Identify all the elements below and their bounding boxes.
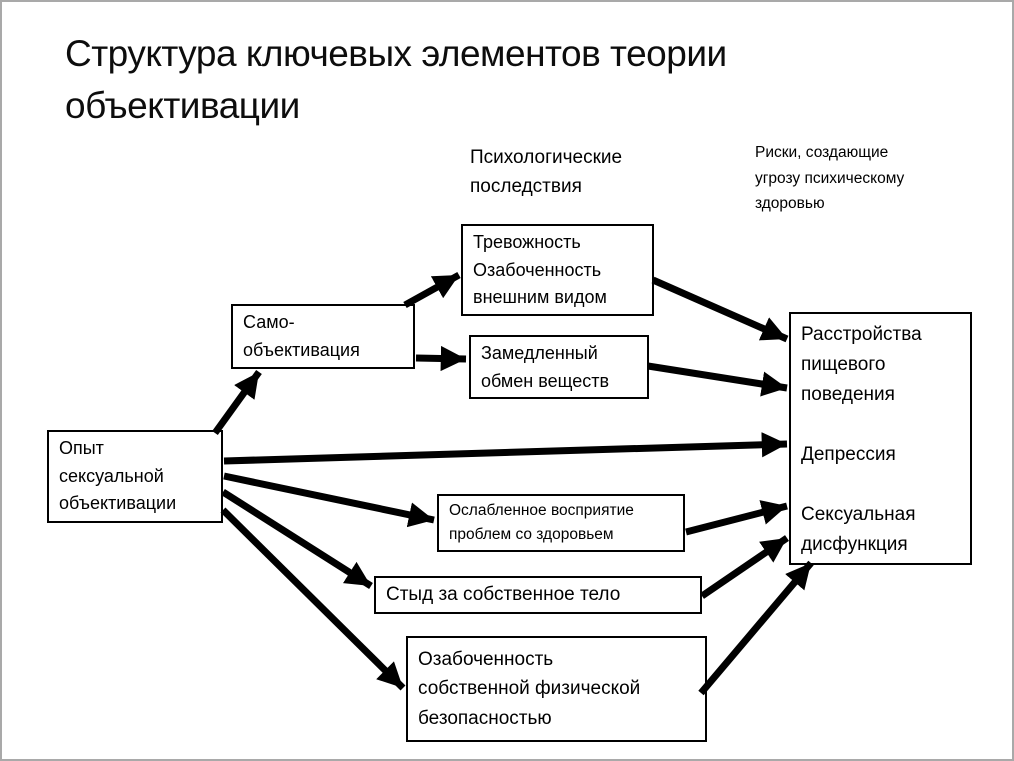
edge-experience-to-outcomes <box>223 432 788 465</box>
header-mental-health-risks: Риски, создающие угрозу психическому здо… <box>755 144 905 212</box>
edge-experience-to-body-shame <box>221 489 373 589</box>
node-sexual-objectification-experience: Опыт сексуальной объективации <box>47 430 223 523</box>
page-title: Структура ключевых элементов теории объе… <box>65 33 727 126</box>
header-psychological-consequences: Психологические последствия <box>470 147 623 197</box>
edge-self-objectification-to-anxiety <box>403 271 461 309</box>
edge-safety-concern-to-outcomes <box>698 560 814 696</box>
edge-self-objectification-to-metabolism <box>415 345 467 372</box>
edge-metabolism-to-outcomes <box>647 362 788 397</box>
node-self-objectification: Само- объективация <box>231 304 415 369</box>
edge-experience-to-self-objectification <box>212 369 262 436</box>
node-body-shame: Стыд за собственное тело <box>374 576 702 614</box>
edge-experience-to-health-perception <box>223 472 435 528</box>
node-slowed-metabolism: Замедленный обмен веществ <box>469 335 649 399</box>
edge-health-perception-to-outcomes <box>685 500 788 536</box>
edge-body-shame-to-outcomes <box>700 535 789 599</box>
node-weakened-health-perception: Ослабленное восприятие проблем со здоров… <box>437 494 685 552</box>
node-mental-health-outcomes: Расстройства пищевого поведения Депресси… <box>789 312 972 565</box>
node-physical-safety-concern: Озабоченность собственной физической без… <box>406 636 707 742</box>
node-anxiety-appearance-concern: Тревожность Озабоченность внешним видом <box>461 224 654 316</box>
edge-anxiety-to-outcomes <box>651 276 789 343</box>
